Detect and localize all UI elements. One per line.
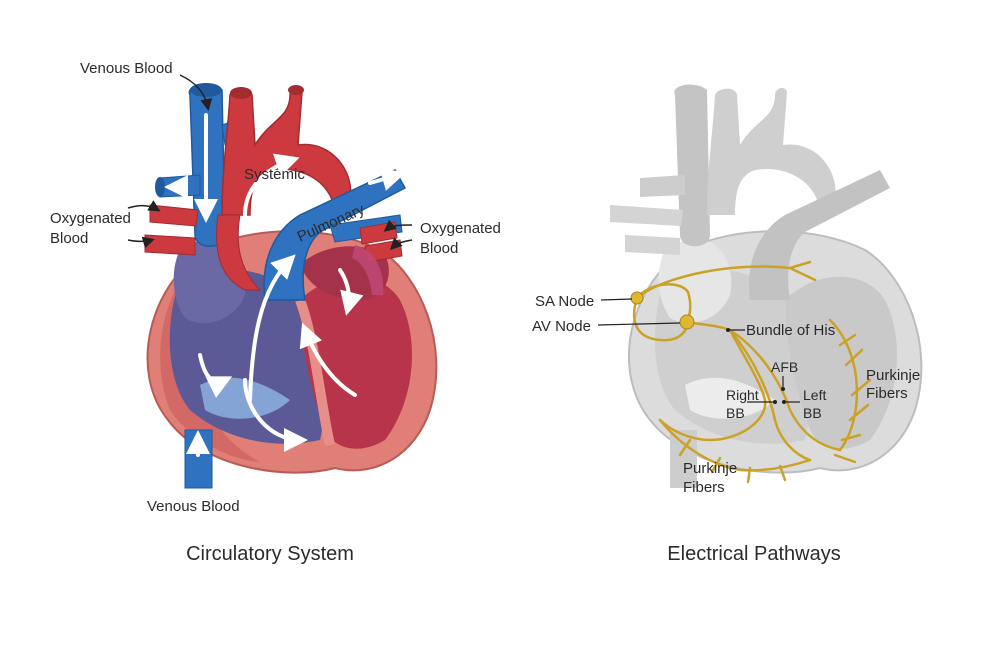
caption-circulatory-system: Circulatory System <box>186 543 354 565</box>
flow-arrows <box>164 113 406 457</box>
electrical-heart: SA Node AV Node Bundle of His AFB Right … <box>532 84 923 565</box>
aorta <box>221 87 352 216</box>
circulatory-heart: Venous Blood Oxygenated Blood Oxygenated… <box>50 60 501 565</box>
label-afb: AFB <box>771 359 798 375</box>
sa-node <box>630 291 644 305</box>
label-systemic: Systemic <box>244 166 305 183</box>
caption-electrical-pathways: Electrical Pathways <box>667 543 840 565</box>
label-av-node: AV Node <box>532 318 591 335</box>
label-fibers-right: Fibers <box>866 385 908 402</box>
conduction-system <box>632 260 872 484</box>
label-oxygenated-left: Oxygenated <box>50 210 131 227</box>
label-purkinje-right: Purkinje <box>866 367 920 384</box>
label-right-bb-2: BB <box>726 405 745 421</box>
label-sa-node: SA Node <box>535 293 594 310</box>
left-ventricle <box>300 276 412 449</box>
label-right-bb: Right <box>726 387 759 403</box>
label-blood-left: Blood <box>50 230 88 247</box>
label-venous-blood-top: Venous Blood <box>80 60 173 77</box>
label-left-bb-2: BB <box>803 405 822 421</box>
label-fibers-bottom: Fibers <box>683 479 725 496</box>
label-purkinje-bottom: Purkinje <box>683 460 737 477</box>
label-venous-blood-bottom: Venous Blood <box>147 498 240 515</box>
av-node <box>679 314 695 330</box>
label-oxygenated-right: Oxygenated <box>420 220 501 237</box>
label-bundle-of-his: Bundle of His <box>746 322 835 339</box>
label-left-bb: Left <box>803 387 826 403</box>
label-blood-right: Blood <box>420 240 458 257</box>
